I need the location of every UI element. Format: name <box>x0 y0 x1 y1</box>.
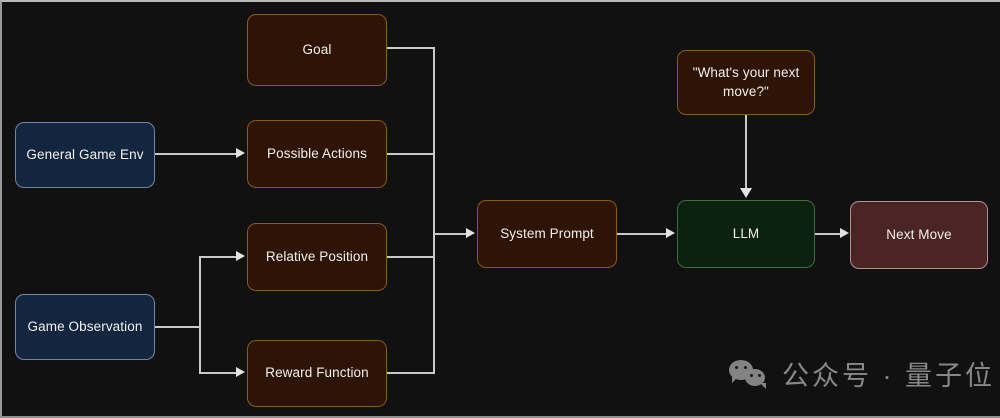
arrowhead-to-next-move <box>840 228 849 238</box>
edge-bus-to-system-prompt <box>433 233 468 235</box>
node-reward-function[interactable]: Reward Function <box>247 340 387 407</box>
edge-system-prompt-to-llm <box>617 233 669 235</box>
wechat-icon <box>729 358 771 390</box>
node-label: Relative Position <box>265 248 369 264</box>
edge-reward-function-to-bus <box>387 372 435 374</box>
node-label: Next Move <box>886 226 952 242</box>
arrowhead-to-system-prompt <box>466 228 475 238</box>
edge-observation-to-relative-position <box>199 256 238 258</box>
edge-actions-to-bus <box>387 153 435 155</box>
edge-merge-bus <box>433 47 435 374</box>
node-game-observation[interactable]: Game Observation <box>15 294 155 360</box>
watermark: 公众号 · 量子位 <box>729 354 995 393</box>
node-label: LLM <box>732 225 760 241</box>
node-possible-actions[interactable]: Possible Actions <box>247 120 387 188</box>
node-label: General Game Env <box>26 146 144 162</box>
node-label: Possible Actions <box>267 145 367 161</box>
arrowhead-to-reward-function <box>236 367 245 377</box>
node-goal[interactable]: Goal <box>247 14 387 86</box>
watermark-text: 公众号 · 量子位 <box>782 361 995 391</box>
arrowhead-to-relative-position <box>236 251 245 261</box>
edge-observation-to-reward-function <box>199 372 238 374</box>
edge-observation-stem <box>155 326 201 328</box>
edge-relative-position-to-bus <box>387 256 435 258</box>
node-relative-position[interactable]: Relative Position <box>247 223 387 291</box>
edge-question-to-llm <box>745 115 747 191</box>
edge-llm-to-next-move <box>815 233 842 235</box>
arrowhead-question-to-llm <box>740 188 752 198</box>
arrowhead-env-to-actions <box>236 148 245 158</box>
node-label: Goal <box>302 41 332 57</box>
node-general-game-env[interactable]: General Game Env <box>15 122 155 188</box>
edge-observation-bus <box>199 256 201 373</box>
node-label: System Prompt <box>500 225 594 241</box>
edge-goal-to-bus <box>387 47 435 49</box>
node-next-move[interactable]: Next Move <box>850 201 988 269</box>
node-label: Reward Function <box>265 365 369 381</box>
node-user-question[interactable]: "What's your next move?" <box>677 50 815 115</box>
node-llm[interactable]: LLM <box>677 200 815 268</box>
node-label: Game Observation <box>27 318 143 334</box>
node-label: "What's your next move?" <box>692 65 800 99</box>
node-system-prompt[interactable]: System Prompt <box>477 200 617 268</box>
arrowhead-to-llm <box>666 228 675 238</box>
edge-env-to-actions <box>155 153 238 155</box>
